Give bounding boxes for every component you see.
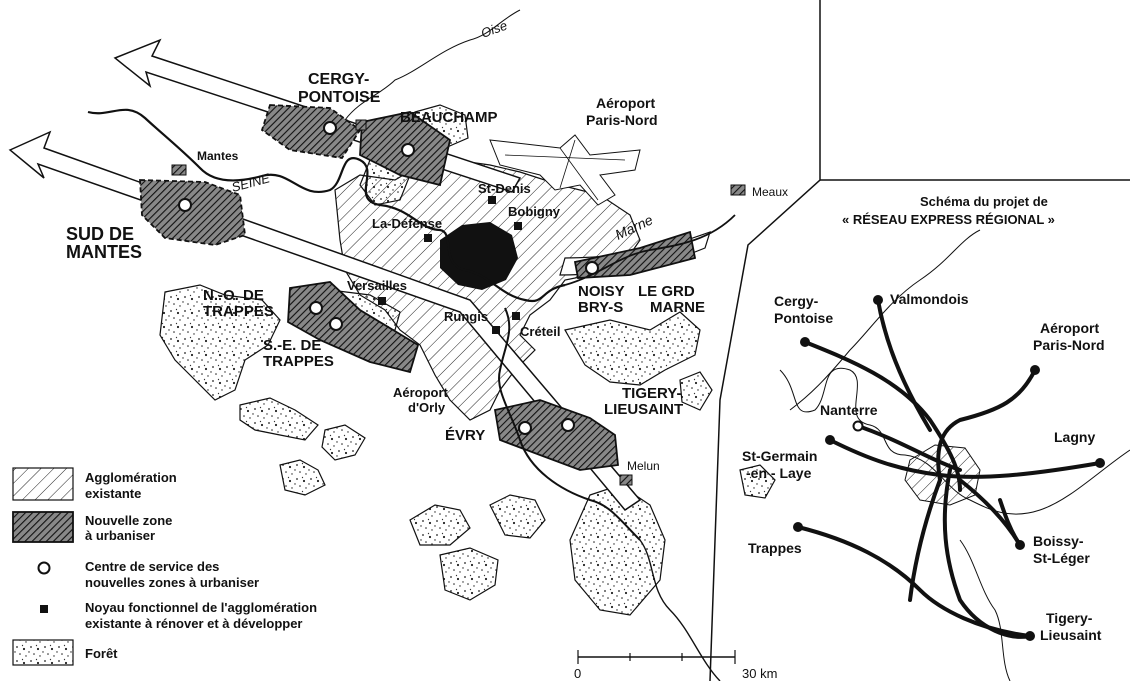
station-trappes: Trappes	[748, 540, 802, 556]
label-st-denis: St-Denis	[478, 181, 531, 196]
scale-bar: 0 30 km	[574, 650, 777, 681]
main-map-frame	[709, 0, 821, 681]
label-beauchamp: BEAUCHAMP	[400, 109, 498, 126]
rer-inset: Schéma du projet de « RÉSEAU EXPRESS RÉG…	[742, 194, 1130, 681]
station-tigery-2: Lieusaint	[1040, 627, 1102, 643]
station-boissy-1: Boissy-	[1033, 533, 1084, 549]
station-cergy-2: Pontoise	[774, 310, 833, 326]
station-cergy-1: Cergy-	[774, 293, 819, 309]
label-tigery-2: LIEUSAINT	[604, 401, 683, 418]
rer-terminals	[793, 295, 1105, 641]
main-map: Oise SEINE Marne CERGY- PONTOISE BEAUCHA…	[8, 9, 788, 681]
label-la-defense: La-Défense	[372, 216, 442, 231]
station-lagny: Lagny	[1054, 429, 1095, 445]
paris-center	[440, 222, 518, 290]
label-se-trappes-2: TRAPPES	[263, 353, 334, 370]
small-settlements	[171, 119, 746, 486]
station-tigery-1: Tigery-	[1046, 610, 1093, 626]
legend-symbol-centre	[37, 561, 51, 575]
label-noisy: NOISY	[578, 283, 625, 300]
label-cergy-2: PONTOISE	[298, 89, 381, 106]
label-cergy-1: CERGY-	[308, 71, 369, 88]
legend-agglomeration-1: Agglomération	[85, 470, 177, 485]
label-se-trappes-1: S.-E. DE	[263, 337, 321, 354]
label-versailles: Versailles	[347, 278, 407, 293]
legend-symbol-noyau	[40, 605, 48, 613]
rer-lines	[796, 298, 1102, 639]
label-meaux: Meaux	[752, 185, 788, 199]
forest-areas	[159, 104, 776, 616]
label-le-grd: LE GRD	[638, 283, 695, 300]
scale-end: 30 km	[742, 666, 777, 681]
new-urban-zones	[139, 104, 697, 471]
label-creteil: Créteil	[520, 324, 560, 339]
legend-new-zone-2: à urbaniser	[85, 528, 155, 543]
station-valmondois: Valmondois	[890, 291, 969, 307]
station-st-germain-2: -en - Laye	[746, 465, 812, 481]
nanterre-station	[852, 420, 864, 432]
station-aeroport-2: Paris-Nord	[1033, 337, 1105, 353]
station-aeroport-1: Aéroport	[1040, 320, 1099, 336]
legend-noyau-1: Noyau fonctionnel de l'agglomération	[85, 600, 317, 615]
label-evry: ÉVRY	[445, 427, 485, 444]
label-tigery-1: TIGERY-	[622, 385, 681, 402]
legend: Agglomération existante Nouvelle zone à …	[12, 467, 317, 666]
inset-title-1: Schéma du projet de	[920, 194, 1048, 209]
label-bry: BRY-S	[578, 299, 623, 316]
label-sud-mantes-1: SUD DE	[66, 224, 134, 244]
label-orly-2: d'Orly	[408, 400, 446, 415]
inset-title-2: « RÉSEAU EXPRESS RÉGIONAL »	[842, 212, 1055, 227]
rivers	[87, 9, 736, 681]
inset-rivers	[779, 229, 1130, 681]
label-orly-1: Aéroport	[393, 385, 449, 400]
legend-swatch-agglomeration	[12, 467, 74, 501]
station-nanterre: Nanterre	[820, 402, 878, 418]
existing-agglomeration	[334, 159, 641, 421]
label-melun: Melun	[627, 459, 660, 473]
legend-noyau-2: existante à rénover et à développer	[85, 616, 302, 631]
label-mantes: Mantes	[197, 149, 239, 163]
map-labels: Oise SEINE Marne CERGY- PONTOISE BEAUCHA…	[66, 18, 788, 473]
functional-nuclei	[378, 196, 522, 334]
label-no-trappes-1: N.-O. DE	[203, 287, 264, 304]
scale-start: 0	[574, 666, 581, 681]
legend-foret: Forêt	[85, 646, 118, 661]
label-seine: SEINE	[230, 170, 272, 195]
label-marne-town: MARNE	[650, 299, 705, 316]
label-oise: Oise	[479, 18, 509, 41]
legend-agglomeration-2: existante	[85, 486, 141, 501]
legend-new-zone-1: Nouvelle zone	[85, 513, 172, 528]
station-boissy-2: St-Léger	[1033, 550, 1090, 566]
legend-centre-1: Centre de service des	[85, 559, 219, 574]
label-rungis: Rungis	[444, 309, 488, 324]
label-bobigny: Bobigny	[508, 204, 561, 219]
label-no-trappes-2: TRAPPES	[203, 303, 274, 320]
service-centres	[178, 121, 599, 435]
legend-swatch-new-zone	[12, 511, 74, 543]
station-st-germain-1: St-Germain	[742, 448, 817, 464]
airport-paris-nord-area	[489, 134, 641, 206]
label-aeroport-nord-1: Aéroport	[596, 95, 655, 111]
label-aeroport-nord-2: Paris-Nord	[586, 112, 658, 128]
legend-centre-2: nouvelles zones à urbaniser	[85, 575, 259, 590]
legend-swatch-forest	[12, 639, 74, 666]
label-sud-mantes-2: MANTES	[66, 242, 142, 262]
